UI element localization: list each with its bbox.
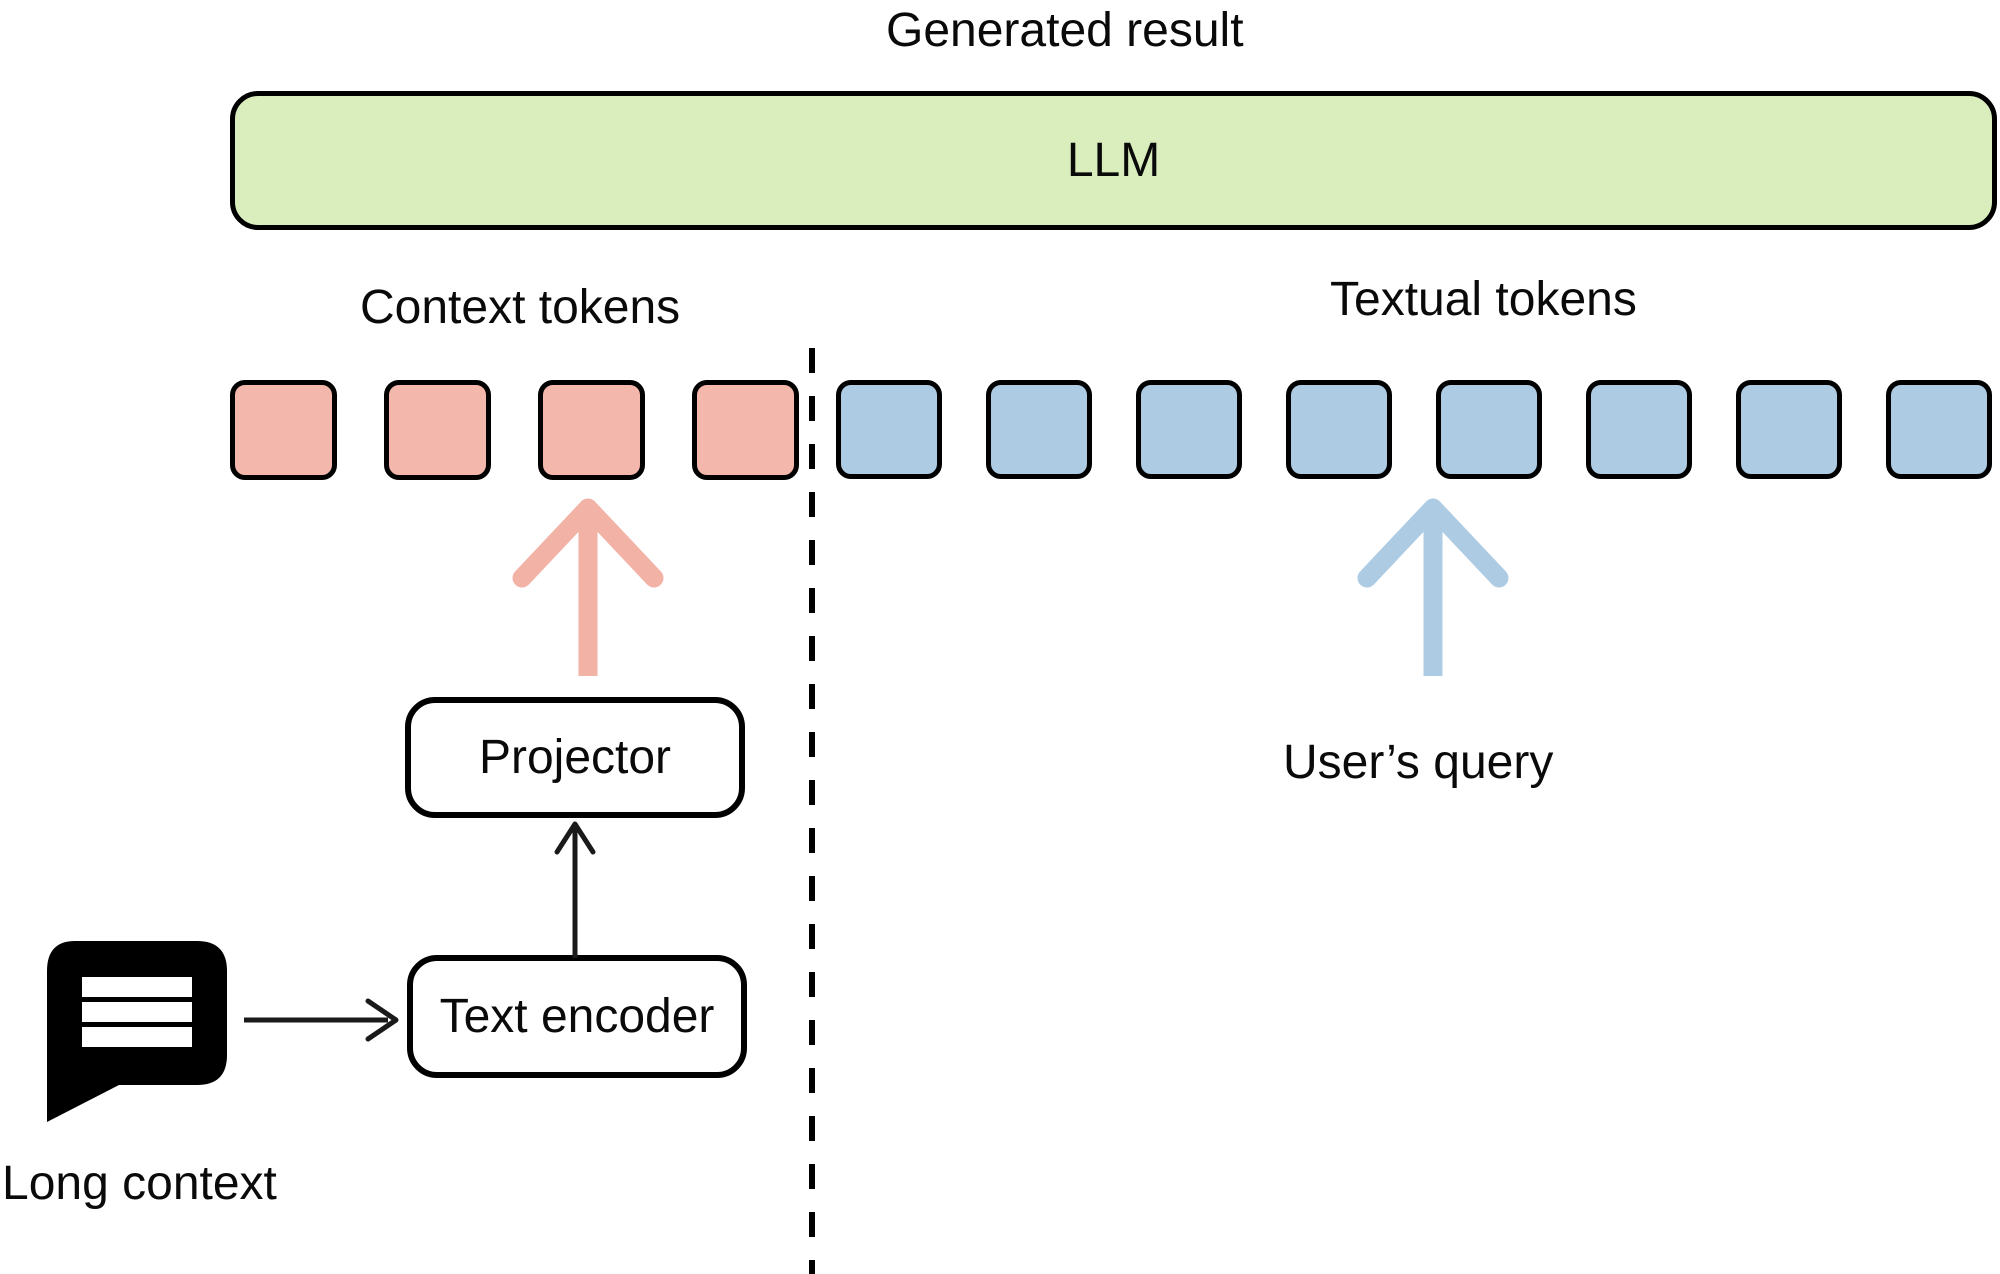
textual-token xyxy=(986,380,1092,479)
textual-token xyxy=(1436,380,1542,479)
context-token xyxy=(692,380,799,480)
textual-token xyxy=(836,380,942,479)
context-token-row xyxy=(230,380,799,480)
textual-token-row xyxy=(836,380,1992,479)
chat-bubble-icon xyxy=(47,941,227,1122)
textual-token xyxy=(1886,380,1992,479)
context-token xyxy=(230,380,337,480)
users-query-label: User’s query xyxy=(1283,736,1554,789)
llm-label: LLM xyxy=(1066,134,1161,187)
text-encoder-box: Text encoder xyxy=(407,955,747,1078)
context-upload-arrow-icon xyxy=(512,498,664,676)
long-context-label: Long context xyxy=(2,1157,277,1210)
textual-token xyxy=(1136,380,1242,479)
context-token xyxy=(384,380,491,480)
text-encoder-label: Text encoder xyxy=(439,990,715,1043)
context-to-encoder-arrow-icon xyxy=(244,998,399,1042)
textual-tokens-label: Textual tokens xyxy=(1330,273,1637,326)
textual-token xyxy=(1586,380,1692,479)
context-token xyxy=(538,380,645,480)
encoder-to-projector-arrow-icon xyxy=(554,821,596,958)
textual-token xyxy=(1736,380,1842,479)
query-upload-arrow-icon xyxy=(1357,498,1509,676)
textual-token xyxy=(1286,380,1392,479)
projector-box: Projector xyxy=(405,697,745,818)
generated-result-label: Generated result xyxy=(886,4,1244,57)
llm-box: LLM xyxy=(230,91,1997,230)
projector-label: Projector xyxy=(478,731,672,784)
context-tokens-label: Context tokens xyxy=(360,281,681,334)
divider-dashed-line xyxy=(809,348,815,1274)
